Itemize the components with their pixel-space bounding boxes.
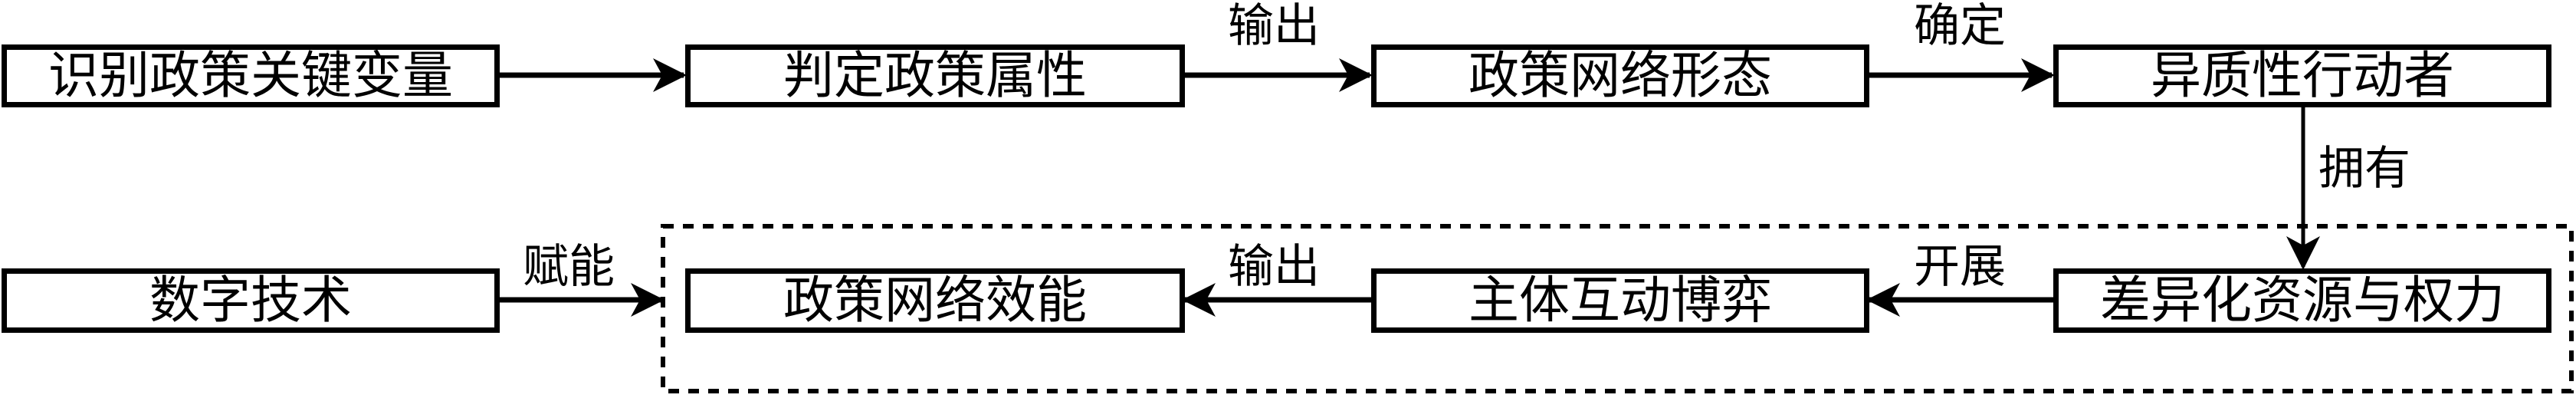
- node-network-form: 政策网络形态: [1371, 44, 1869, 107]
- node-identify-key-variables: 识别政策关键变量: [2, 44, 500, 107]
- node-label: 数字技术: [149, 271, 352, 330]
- edge-label-output-2: 输出: [1228, 240, 1320, 294]
- node-label: 异质性行动者: [2151, 46, 2454, 105]
- node-network-efficacy: 政策网络效能: [685, 268, 1185, 333]
- node-differentiated-resources: 差异化资源与权力: [2053, 268, 2551, 333]
- node-label: 主体互动博弈: [1468, 271, 1772, 330]
- node-heterogeneous-actors: 异质性行动者: [2053, 44, 2551, 107]
- node-label: 差异化资源与权力: [2100, 271, 2505, 330]
- node-digital-technology: 数字技术: [2, 268, 500, 333]
- edge-label-carry-out: 开展: [1914, 240, 2006, 294]
- node-determine-attributes: 判定政策属性: [685, 44, 1185, 107]
- edge-label-determine: 确定: [1914, 0, 2006, 53]
- edge-label-possess: 拥有: [2318, 142, 2410, 196]
- node-label: 政策网络形态: [1468, 46, 1772, 105]
- edge-label-output-1: 输出: [1228, 0, 1320, 53]
- node-label: 判定政策属性: [783, 46, 1087, 105]
- node-label: 识别政策关键变量: [48, 46, 453, 105]
- node-label: 政策网络效能: [783, 271, 1087, 330]
- edge-label-empower: 赋能: [523, 240, 615, 294]
- node-actor-interaction-game: 主体互动博弈: [1371, 268, 1869, 333]
